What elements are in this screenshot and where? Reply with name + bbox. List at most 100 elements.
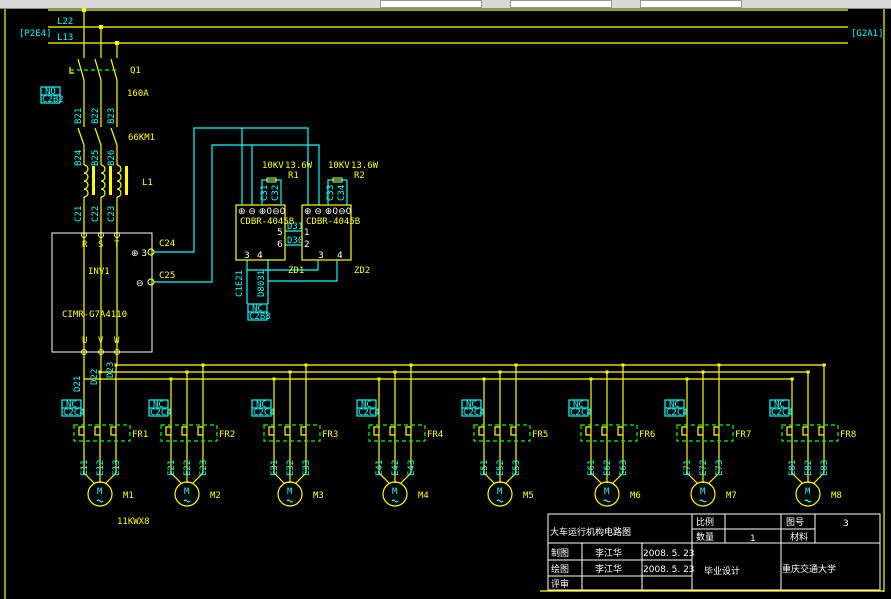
brake-unit-pin: 4 [337, 251, 343, 261]
thermal-relay-box[interactable] [73, 424, 131, 442]
motor-icon[interactable] [87, 481, 113, 507]
thermal-relay-box[interactable] [263, 424, 321, 442]
wire-label-c24: C24 [159, 239, 175, 249]
inverter-name: INV1 [88, 267, 110, 277]
nc-box-top: NC [153, 400, 164, 410]
overload-element-icon [617, 426, 623, 436]
bus-tag-left: [P2E4] [19, 29, 52, 39]
nc-box-bottom: C2C4 [771, 408, 793, 418]
wire-label-b: B22 [91, 108, 101, 124]
motor-lead [791, 472, 803, 484]
motor-symbol: M [392, 487, 398, 497]
toolbar [0, 0, 891, 9]
reactor-core [92, 166, 95, 195]
motor-icon[interactable] [594, 481, 620, 507]
motor-label: M2 [210, 491, 221, 501]
nc-box-bottom: C2B3 [249, 312, 271, 322]
nc-box-bottom: C2C4 [358, 408, 380, 418]
resistor-icon [332, 177, 343, 183]
brake-unit-box[interactable] [301, 204, 352, 261]
scale-label: 比例 [696, 516, 714, 528]
thermal-relay-box[interactable] [368, 424, 426, 442]
junction-dot [482, 377, 486, 381]
motor-icon[interactable] [382, 481, 408, 507]
junction-dot [589, 377, 593, 381]
resistor-power: 13.6W [285, 161, 313, 171]
overload-element-icon [268, 426, 274, 436]
motor-icon[interactable] [277, 481, 303, 507]
motor-lead [400, 472, 412, 484]
inverter-box[interactable] [51, 232, 153, 353]
drawing-title: 大车运行机构电路图 [550, 526, 631, 538]
motor-wire-label: E83 [820, 460, 830, 476]
overload-element-icon [405, 426, 411, 436]
wire-label-b: B21 [74, 108, 84, 124]
motor-label: M5 [523, 491, 534, 501]
thermal-relay-box[interactable] [781, 424, 839, 442]
nc-box-top: NC [256, 400, 267, 410]
wire-c24 [154, 127, 309, 253]
reactor-coil-icon [83, 164, 89, 198]
breaker-rating: 160A [127, 89, 149, 99]
drafted-by: 李江华 [595, 547, 622, 559]
inverter-output-v: V [98, 336, 104, 346]
motor-lead [708, 472, 720, 484]
drafted-date: 2008. 5. 23 [643, 549, 695, 559]
motor-icon[interactable] [795, 481, 821, 507]
wire-zd-link [285, 230, 302, 246]
brake-unit-pin: 3 [244, 251, 250, 261]
toolbar-field[interactable] [510, 0, 612, 8]
motor-lead [105, 472, 117, 484]
brake-unit-pin: 6 [277, 240, 283, 250]
junction-dot [114, 363, 118, 367]
motor-symbol: M [287, 487, 293, 497]
breaker-name: Q1 [130, 66, 141, 76]
thermal-relay-label: FR2 [219, 430, 235, 440]
motor-icon[interactable] [174, 481, 200, 507]
overload-element-icon [300, 426, 306, 436]
motor-wire-label: E73 [715, 460, 725, 476]
reactor-core [125, 166, 128, 195]
bus-label-l13: L13 [57, 33, 73, 43]
motor-lead [505, 472, 517, 484]
thermal-relay-box[interactable] [473, 424, 531, 442]
drawn-by: 李江华 [595, 563, 622, 575]
overload-element-icon [786, 426, 792, 436]
toolbar-field[interactable] [640, 0, 742, 8]
toolbar-field[interactable] [380, 0, 482, 8]
brake-unit-pin: 1 [304, 228, 310, 238]
motor-icon[interactable] [690, 481, 716, 507]
junction-dot [201, 363, 205, 367]
junction-dot [98, 370, 102, 374]
resistor-voltage: 10KV [328, 161, 350, 171]
inverter-input-t: T [114, 240, 120, 250]
motor-label: M3 [313, 491, 324, 501]
thermal-relay-box[interactable] [580, 424, 638, 442]
junction-dot [185, 370, 189, 374]
thermal-relay-box[interactable] [676, 424, 734, 442]
wire-label-d30: D30 [287, 236, 303, 246]
junction-dot [377, 377, 381, 381]
resistor-name: R1 [288, 171, 299, 181]
motor-symbol: M [97, 487, 103, 497]
motor-icon[interactable] [487, 481, 513, 507]
overload-element-icon [585, 426, 591, 436]
brake-unit-terminals: ⊕ ⊖ ⊕0⊖0 [238, 207, 286, 217]
reactor-name: L1 [142, 178, 153, 188]
resistor-wire-label: C33 [326, 185, 336, 201]
motor-ac-icon [391, 499, 399, 503]
overload-element-icon [284, 426, 290, 436]
wire-label-d23: D23 [106, 362, 116, 378]
junction-dot [169, 377, 173, 381]
wire-label-b2: B24 [74, 150, 84, 166]
thermal-relay-box[interactable] [160, 424, 218, 442]
motor-wire-label: E22 [183, 460, 193, 476]
nc-box-bottom: C2C4 [570, 408, 592, 418]
reactor-core [109, 166, 112, 195]
school-name: 重庆交通大学 [782, 563, 836, 575]
brake-unit-box[interactable] [235, 204, 286, 261]
